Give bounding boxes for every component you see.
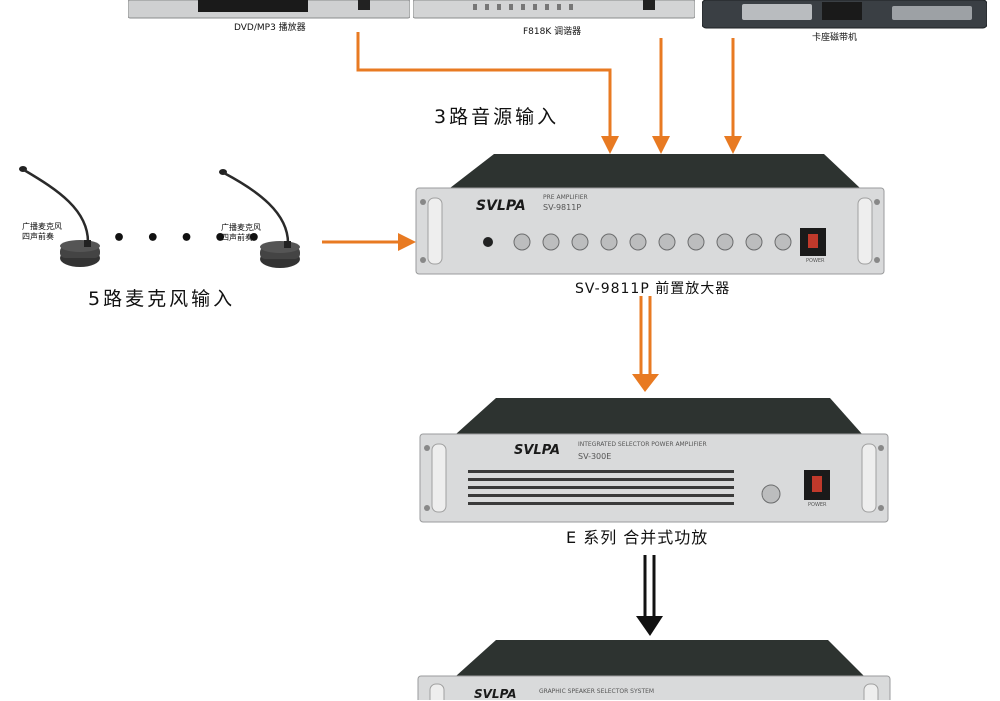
selector-brand: SVLPA [474, 687, 517, 701]
amplifier-brand: SVLPA [514, 443, 561, 458]
preamp-power-label: POWER [806, 258, 825, 264]
amp-to-selector-arrowhead [636, 616, 663, 636]
amplifier-caption: E 系列 合并式功放 [566, 528, 709, 547]
preamp-to-amp-arrowhead [632, 374, 659, 392]
mic-2-label: 广播麦克风 四声前奏 [221, 223, 261, 243]
speaker-selector-device [417, 640, 891, 700]
audio-source-arrowheads [601, 136, 742, 154]
audio-source-lines [356, 32, 735, 140]
dvd-player-device [128, 0, 410, 19]
tuner-label: F818K 调谐器 [523, 27, 582, 37]
amplifier-model: SV-300E [578, 452, 612, 461]
amplifier-power-label: POWER [808, 502, 827, 508]
preamp-model: SV-9811P [543, 203, 582, 212]
mic-2 [219, 169, 300, 268]
audio-input-caption: 3路音源输入 [434, 106, 560, 128]
mic-connection-arrowhead [398, 233, 416, 251]
tape-deck-label: 卡座磁带机 [812, 33, 858, 43]
dvd-player-label: DVD/MP3 播放器 [234, 23, 306, 33]
mic-ellipsis: • • • • • [112, 226, 267, 251]
mic-2-label-line2: 四声前奏 [221, 233, 253, 242]
mic-input-caption: 5路麦克风输入 [88, 288, 236, 310]
mic-1 [19, 166, 100, 267]
mic-1-label-line2: 四声前奏 [22, 232, 54, 241]
preamp-device [415, 154, 885, 275]
preamp-brand: SVLPA [476, 198, 526, 214]
selector-subtitle: GRAPHIC SPEAKER SELECTOR SYSTEM [539, 688, 655, 695]
tuner-device [413, 0, 695, 19]
preamp-caption: SV-9811P 前置放大器 [575, 281, 731, 297]
preamp-subtitle: PRE AMPLIFIER [543, 194, 588, 201]
amplifier-device [419, 398, 889, 523]
mic-1-label-line1: 广播麦克风 [22, 222, 62, 231]
mic-1-label: 广播麦克风 四声前奏 [22, 222, 62, 242]
amplifier-subtitle: INTEGRATED SELECTOR POWER AMPLIFIER [578, 441, 707, 448]
tape-deck-device [702, 0, 987, 29]
mic-2-label-line1: 广播麦克风 [221, 223, 261, 232]
